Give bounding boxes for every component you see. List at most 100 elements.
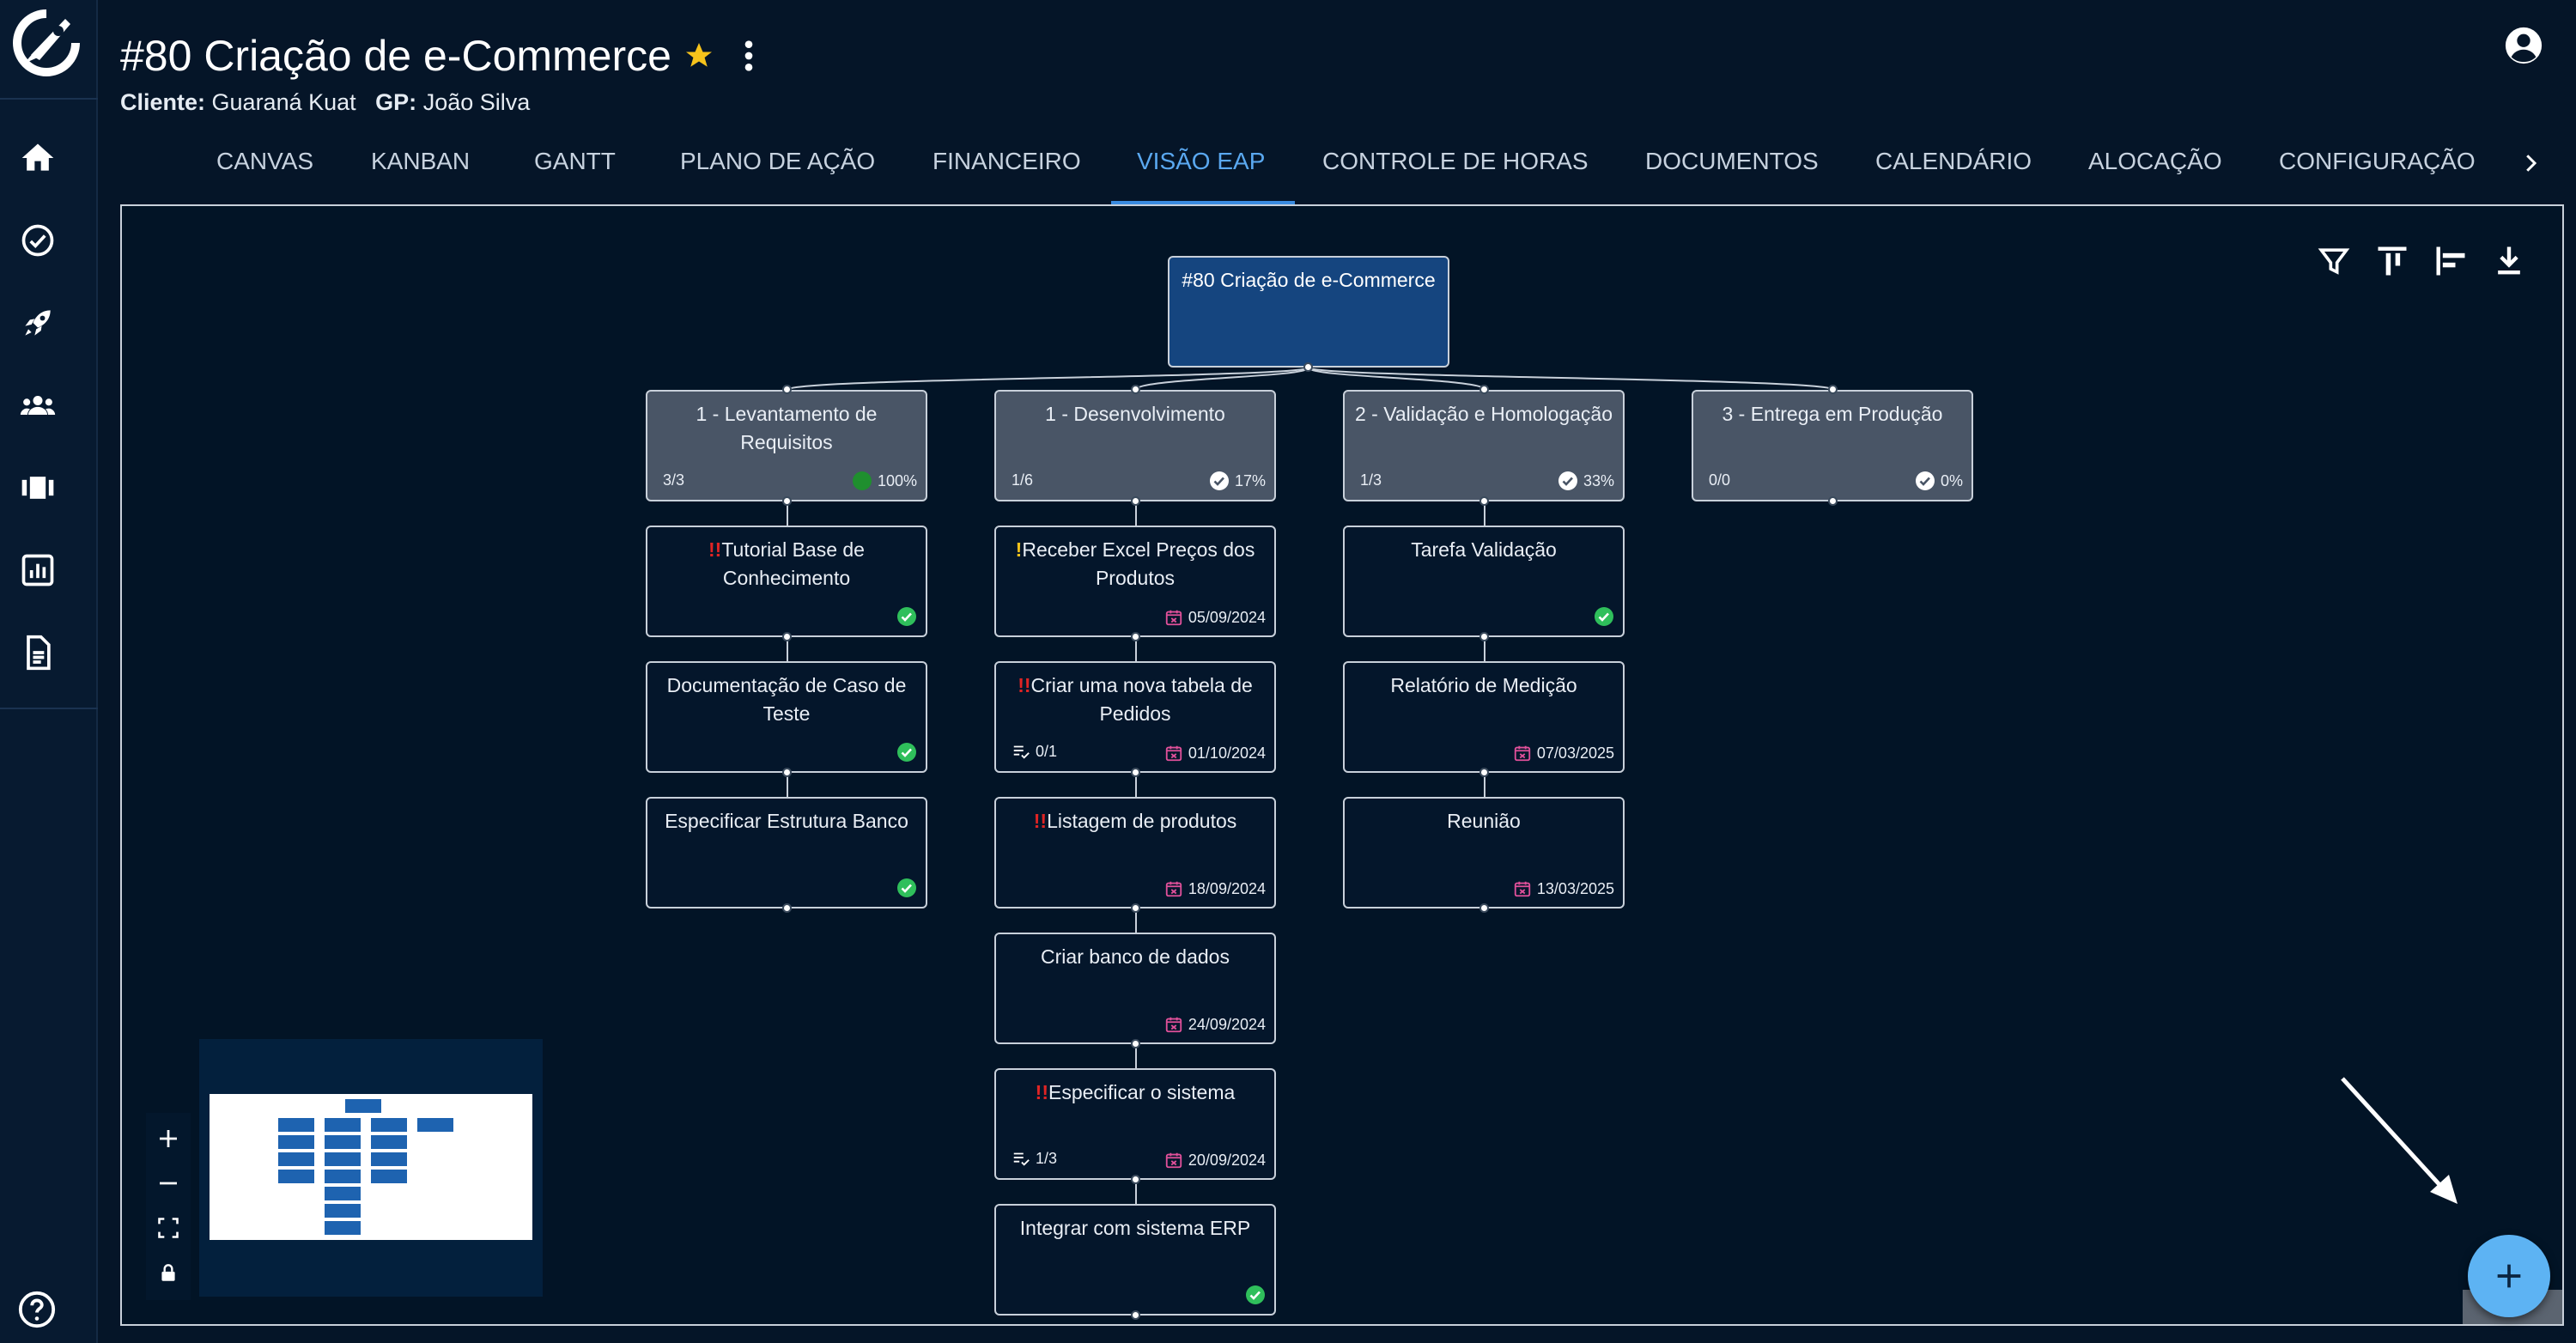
- eap-task-node[interactable]: Documentação de Caso de Teste: [646, 661, 927, 773]
- zoom-out-icon[interactable]: [151, 1166, 185, 1200]
- node-handle[interactable]: [1131, 903, 1140, 913]
- node-handle[interactable]: [1479, 496, 1489, 506]
- node-handle[interactable]: [1479, 632, 1489, 641]
- star-icon[interactable]: [683, 40, 714, 71]
- node-label: !!Criar uma nova tabela de Pedidos: [1005, 672, 1266, 728]
- tab-financeiro[interactable]: FINANCEIRO: [933, 148, 1081, 174]
- node-handle[interactable]: [1131, 1310, 1140, 1320]
- node-handle[interactable]: [782, 903, 792, 913]
- minimap-node: [278, 1135, 314, 1149]
- node-handle[interactable]: [782, 632, 792, 641]
- node-handle[interactable]: [782, 768, 792, 777]
- node-handle[interactable]: [1479, 903, 1489, 913]
- task-count: 1/6: [1012, 471, 1034, 489]
- download-icon[interactable]: [2490, 242, 2528, 280]
- gp-value: João Silva: [422, 89, 531, 115]
- eap-task-node[interactable]: !!Criar uma nova tabela de Pedidos 0/1 0…: [994, 661, 1276, 773]
- progress-status: 100%: [852, 471, 917, 491]
- lock-icon[interactable]: [151, 1255, 185, 1290]
- node-handle[interactable]: [1131, 632, 1140, 641]
- team-icon[interactable]: [17, 385, 58, 426]
- node-handle[interactable]: [1131, 1175, 1140, 1184]
- eap-group-node[interactable]: 2 - Validação e Homologação 1/3 33%: [1343, 390, 1625, 501]
- eap-task-node[interactable]: Tarefa Validação: [1343, 526, 1625, 637]
- eap-group-node[interactable]: 3 - Entrega em Produção 0/0 0%: [1692, 390, 1973, 501]
- eap-task-node[interactable]: Reunião 13/03/2025: [1343, 797, 1625, 908]
- eap-root-node[interactable]: #80 Criação de e-Commerce: [1168, 256, 1449, 368]
- tab-gantt[interactable]: GANTT: [534, 148, 616, 174]
- tab-controle-de-horas[interactable]: CONTROLE DE HORAS: [1322, 148, 1589, 174]
- eap-task-node[interactable]: !!Especificar o sistema 1/3 20/09/2024: [994, 1068, 1276, 1180]
- tab-canvas[interactable]: CANVAS: [216, 148, 314, 174]
- task-title: Relatório de Medição: [1390, 674, 1577, 696]
- eap-task-node[interactable]: !!Listagem de produtos 18/09/2024: [994, 797, 1276, 908]
- tab-configuracao[interactable]: CONFIGURAÇÃO: [2279, 148, 2476, 174]
- date-text: 13/03/2025: [1536, 879, 1614, 897]
- check-circle-icon[interactable]: [17, 220, 58, 261]
- eap-task-node[interactable]: Relatório de Medição 07/03/2025: [1343, 661, 1625, 773]
- tab-kanban[interactable]: KANBAN: [371, 148, 471, 174]
- date-text: 24/09/2024: [1188, 1015, 1266, 1033]
- tab-calendario[interactable]: CALENDÁRIO: [1875, 148, 2032, 174]
- priority-marker: !!: [1035, 1081, 1048, 1103]
- due-date: 13/03/2025: [1513, 879, 1614, 898]
- node-handle[interactable]: [1303, 362, 1313, 372]
- checklist-count: 0/1: [1012, 742, 1057, 761]
- tab-visao-eap[interactable]: VISÃO EAP: [1137, 148, 1266, 174]
- app-logo[interactable]: [5, 3, 86, 81]
- progress-percent: 100%: [877, 471, 917, 489]
- tab-alocacao[interactable]: ALOCAÇÃO: [2088, 148, 2222, 174]
- minimap-node: [278, 1170, 314, 1183]
- task-title: Tarefa Validação: [1411, 538, 1557, 561]
- help-icon[interactable]: [17, 1290, 57, 1329]
- task-status: [1594, 606, 1614, 627]
- minimap-node: [325, 1187, 361, 1200]
- minimap-node: [371, 1118, 407, 1132]
- progress-status: 17%: [1209, 471, 1266, 491]
- node-handle[interactable]: [1479, 385, 1489, 394]
- date-text: 18/09/2024: [1188, 879, 1266, 897]
- fit-view-icon[interactable]: [151, 1211, 185, 1245]
- sidebar-divider: [0, 98, 98, 100]
- date-text: 07/03/2025: [1536, 744, 1614, 762]
- node-handle[interactable]: [1828, 496, 1838, 506]
- filter-icon[interactable]: [2315, 242, 2353, 280]
- node-handle[interactable]: [782, 385, 792, 394]
- task-title: Documentação de Caso de Teste: [666, 674, 907, 725]
- home-icon[interactable]: [17, 137, 58, 179]
- node-label: !!Especificar o sistema: [1005, 1079, 1266, 1107]
- tab-documentos[interactable]: DOCUMENTOS: [1645, 148, 1819, 174]
- node-handle[interactable]: [1828, 385, 1838, 394]
- document-icon[interactable]: [17, 632, 58, 673]
- check-done-icon: [1595, 607, 1613, 626]
- calendar-icon: [1165, 745, 1182, 762]
- eap-group-node[interactable]: 1 - Desenvolvimento 1/6 17%: [994, 390, 1276, 501]
- chart-icon[interactable]: [17, 550, 58, 591]
- carousel-icon[interactable]: [17, 467, 58, 508]
- plus-icon: [2497, 1264, 2521, 1288]
- node-handle[interactable]: [1131, 1039, 1140, 1048]
- zoom-in-icon[interactable]: [151, 1121, 185, 1156]
- align-left-icon[interactable]: [2432, 242, 2470, 280]
- tab-plano-de-acao[interactable]: PLANO DE AÇÃO: [680, 148, 876, 174]
- task-status: [896, 606, 917, 627]
- eap-task-node[interactable]: Especificar Estrutura Banco: [646, 797, 927, 908]
- user-account-icon[interactable]: [2504, 26, 2543, 65]
- node-handle[interactable]: [1131, 768, 1140, 777]
- eap-task-node[interactable]: !Receber Excel Preços dos Produtos 05/09…: [994, 526, 1276, 637]
- minimap-node: [278, 1118, 314, 1132]
- eap-task-node[interactable]: Integrar com sistema ERP: [994, 1204, 1276, 1316]
- node-handle[interactable]: [782, 496, 792, 506]
- node-handle[interactable]: [1131, 496, 1140, 506]
- eap-group-node[interactable]: 1 - Levantamento de Requisitos 3/3 100%: [646, 390, 927, 501]
- minimap[interactable]: [199, 1039, 543, 1297]
- eap-task-node[interactable]: Criar banco de dados 24/09/2024: [994, 933, 1276, 1044]
- chevron-right-icon[interactable]: [2518, 148, 2543, 179]
- rocket-icon[interactable]: [17, 302, 58, 343]
- eap-task-node[interactable]: !!Tutorial Base de Conhecimento: [646, 526, 927, 637]
- node-handle[interactable]: [1479, 768, 1489, 777]
- node-handle[interactable]: [1131, 385, 1140, 394]
- align-top-icon[interactable]: [2373, 242, 2411, 280]
- more-options-icon[interactable]: [744, 39, 754, 73]
- add-button[interactable]: [2468, 1235, 2550, 1317]
